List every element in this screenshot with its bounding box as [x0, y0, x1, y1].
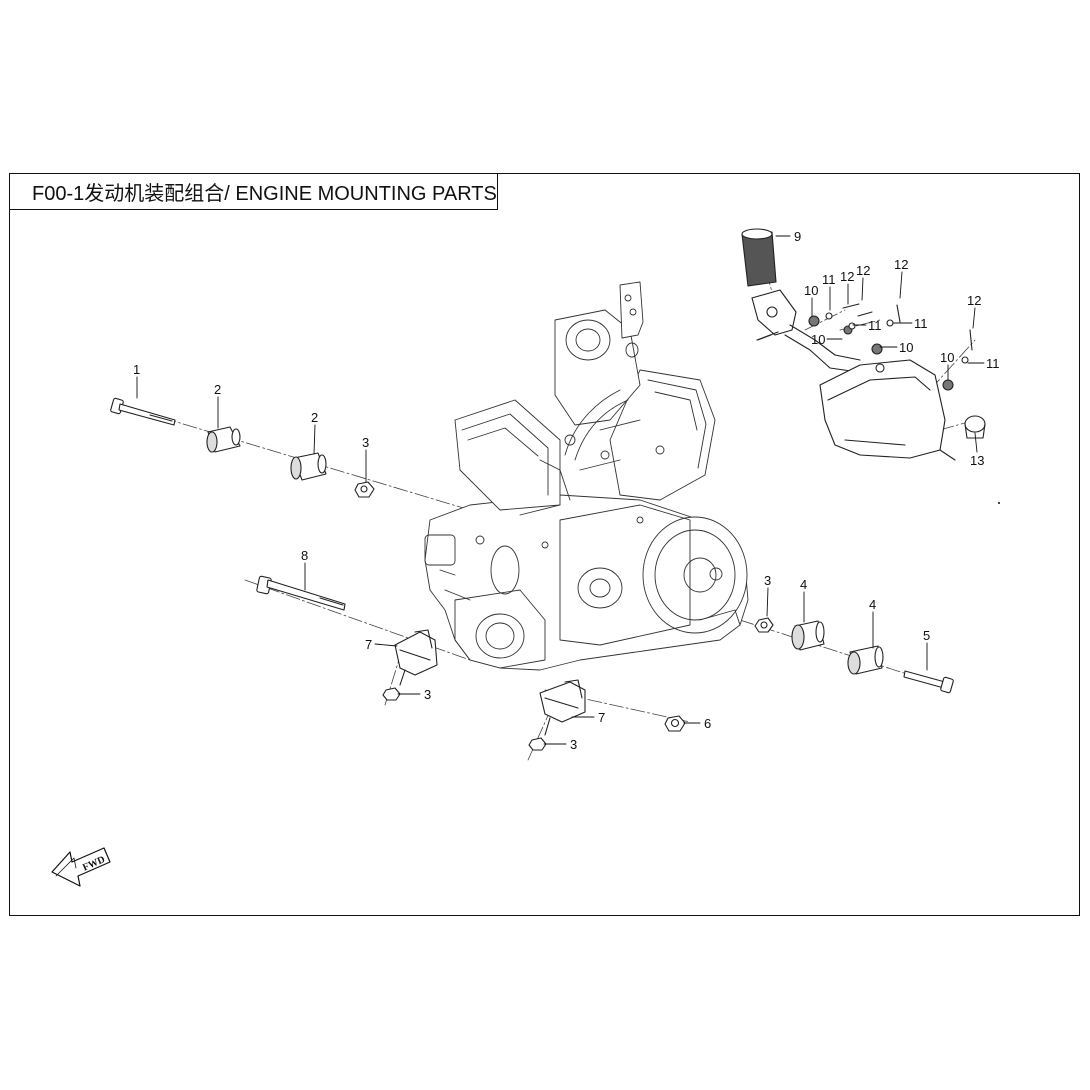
engine-assembly: [424, 281, 749, 671]
callout-numbers: 1 2 2 3 3 3 3 4 4 5 6 7 7 8 9 10 10 10 1…: [133, 229, 1000, 752]
callout-9: 9: [794, 229, 801, 244]
bushing-part-4a: [791, 620, 825, 651]
callout-2a: 2: [214, 382, 221, 397]
callout-12d: 12: [967, 293, 981, 308]
callout-13: 13: [970, 453, 984, 468]
callout-12c: 12: [894, 257, 908, 272]
fwd-arrow-icon: FWD: [51, 847, 111, 887]
nut-part-3b: [754, 617, 774, 633]
mount-bracket: [751, 289, 861, 373]
rubber-sleeve-part-9: [741, 228, 777, 287]
oil-tank: [819, 359, 956, 461]
nut-part-3d: [528, 737, 547, 751]
callout-3d: 3: [570, 737, 577, 752]
diagram-frame: [9, 173, 1080, 916]
callout-10d: 10: [940, 350, 954, 365]
nut-part-3c: [382, 687, 401, 701]
callout-10b: 10: [811, 332, 825, 347]
callout-3c: 3: [424, 687, 431, 702]
nut-part-3a: [354, 481, 375, 498]
callout-11c: 11: [914, 316, 928, 331]
callout-8: 8: [301, 548, 308, 563]
callout-1: 1: [133, 362, 140, 377]
callout-12a: 12: [840, 269, 854, 284]
title-box: F00-1发动机装配组合/ ENGINE MOUNTING PARTS: [9, 173, 498, 210]
callout-12b: 12: [856, 263, 870, 278]
bolt-part-8: [256, 575, 346, 611]
bracket-part-7a: [394, 629, 438, 686]
callout-4a: 4: [800, 577, 807, 592]
small-fasteners: [756, 303, 973, 391]
callout-11a: 11: [822, 272, 836, 287]
stray-dot: [998, 502, 1000, 504]
callout-6: 6: [704, 716, 711, 731]
callout-10a: 10: [804, 283, 818, 298]
page-title: F00-1发动机装配组合/ ENGINE MOUNTING PARTS: [32, 183, 497, 205]
cap-part-13: [964, 415, 986, 439]
callout-3a: 3: [362, 435, 369, 450]
callout-11b: 11: [868, 318, 882, 333]
callout-5: 5: [923, 628, 930, 643]
callout-3b: 3: [764, 573, 771, 588]
bracket-part-7b: [539, 679, 586, 736]
callout-2b: 2: [311, 410, 318, 425]
bushing-part-2a: [206, 426, 241, 453]
bushing-part-4b: [847, 645, 884, 675]
callout-7a: 7: [365, 637, 372, 652]
bushing-part-2b: [290, 452, 327, 481]
callout-10c: 10: [899, 340, 913, 355]
bolt-part-1: [110, 397, 176, 426]
leader-lines: [136, 235, 985, 745]
callout-11d: 11: [986, 356, 1000, 371]
bolt-part-5: [903, 670, 954, 694]
callout-4b: 4: [869, 597, 876, 612]
callout-7b: 7: [598, 710, 605, 725]
nut-part-6: [664, 715, 686, 732]
